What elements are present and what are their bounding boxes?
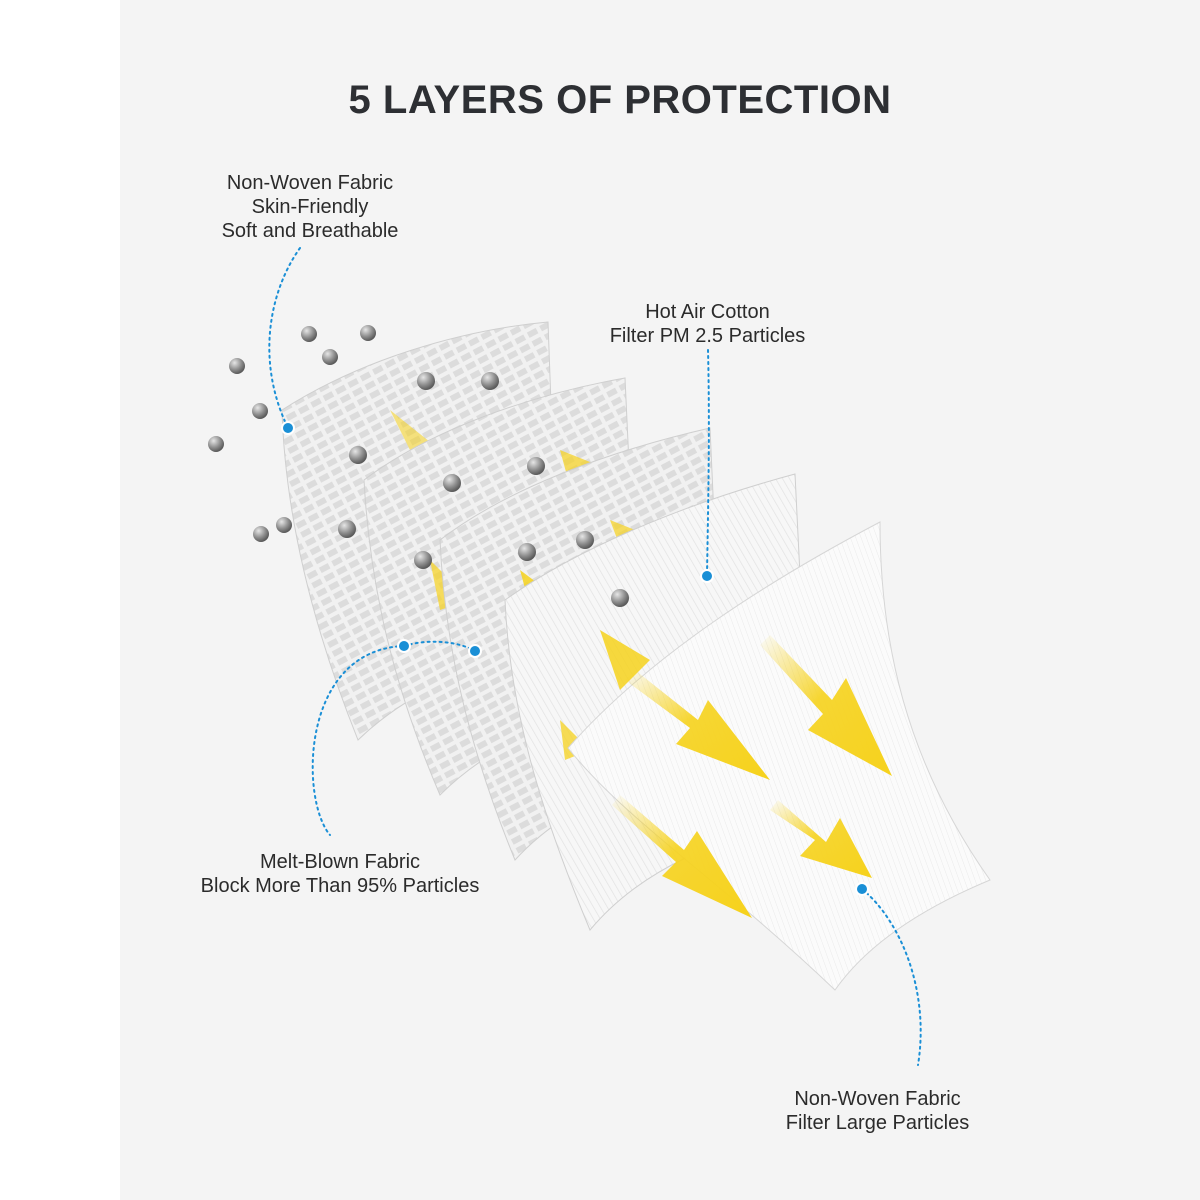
label-outer-non-woven: Non-Woven Fabric Skin-Friendly Soft and … bbox=[180, 171, 440, 243]
arrow-icon bbox=[612, 795, 752, 918]
label-line: Soft and Breathable bbox=[221, 220, 399, 242]
callout-dot bbox=[281, 421, 295, 435]
arrow-icon bbox=[625, 670, 770, 780]
label-line: Block More Than 95% Particles bbox=[200, 875, 480, 897]
arrow-icon bbox=[770, 800, 872, 878]
callout-dot bbox=[468, 644, 482, 658]
particles bbox=[208, 325, 629, 607]
label-hot-air-cotton: Hot Air Cotton Filter PM 2.5 Particles bbox=[585, 300, 830, 348]
label-line: Filter PM 2.5 Particles bbox=[609, 325, 806, 347]
callout-dot bbox=[397, 639, 411, 653]
airflow-arrows bbox=[612, 635, 892, 918]
callout-lines bbox=[268, 247, 922, 1066]
label-line: Skin-Friendly bbox=[251, 196, 369, 218]
callout-dot bbox=[855, 882, 869, 896]
label-inner-non-woven: Non-Woven Fabric Filter Large Particles bbox=[760, 1087, 995, 1135]
label-line: Filter Large Particles bbox=[785, 1112, 970, 1134]
label-line: Melt-Blown Fabric bbox=[259, 851, 421, 873]
page-title: 5 LAYERS OF PROTECTION bbox=[348, 78, 892, 122]
label-line: Hot Air Cotton bbox=[645, 301, 770, 323]
callout-dot bbox=[700, 569, 714, 583]
label-line: Non-Woven Fabric bbox=[794, 1088, 961, 1110]
callout-dots bbox=[281, 421, 869, 896]
label-line: Non-Woven Fabric bbox=[226, 172, 394, 194]
label-melt-blown: Melt-Blown Fabric Block More Than 95% Pa… bbox=[175, 850, 505, 898]
arrow-icon bbox=[760, 635, 892, 776]
